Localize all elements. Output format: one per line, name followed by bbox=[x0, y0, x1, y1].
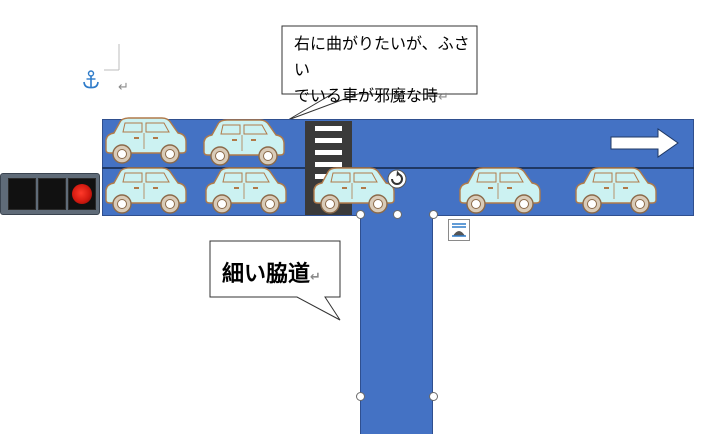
paragraph-mark: ↵ bbox=[118, 80, 129, 95]
car-icon bbox=[196, 118, 288, 168]
car-icon bbox=[98, 166, 190, 216]
resize-handle[interactable] bbox=[356, 210, 365, 219]
anchor-icon[interactable] bbox=[82, 70, 100, 90]
resize-handle[interactable] bbox=[429, 210, 438, 219]
side-road[interactable] bbox=[360, 214, 433, 434]
resize-handle[interactable] bbox=[356, 392, 365, 401]
car-icon bbox=[568, 166, 660, 216]
car-icon[interactable] bbox=[306, 166, 398, 216]
page-corner-mark bbox=[104, 44, 120, 71]
callout-bottom-label: 細い脇道 bbox=[222, 261, 311, 287]
car-icon bbox=[452, 166, 544, 216]
callout-bottom-return: ↵ bbox=[310, 270, 321, 285]
right-arrow-icon bbox=[610, 128, 679, 158]
callout-top-return: ↵ bbox=[438, 90, 449, 105]
car-icon bbox=[198, 166, 290, 216]
layout-options-icon[interactable] bbox=[448, 219, 470, 241]
signal-lamp-red bbox=[68, 178, 96, 210]
lane-divider bbox=[102, 167, 694, 169]
callout-top-text: 右に曲がりたいが、ふさい でいる車が邪魔な時↵ bbox=[294, 31, 478, 111]
callout-top-line2: でいる車が邪魔な時 bbox=[294, 86, 439, 105]
signal-lamp-middle bbox=[38, 178, 66, 210]
resize-handle[interactable] bbox=[393, 210, 402, 219]
resize-handle[interactable] bbox=[429, 392, 438, 401]
traffic-signal-icon bbox=[0, 173, 100, 215]
rotate-handle-icon[interactable] bbox=[386, 168, 408, 190]
callout-top-shape[interactable] bbox=[280, 25, 480, 125]
callout-top-line1: 右に曲がりたいが、ふさい bbox=[294, 34, 470, 79]
signal-lamp-left bbox=[8, 178, 36, 210]
car-icon bbox=[98, 116, 190, 166]
callout-bottom-shape[interactable] bbox=[209, 240, 344, 325]
callout-bottom-text: 細い脇道↵ bbox=[222, 256, 321, 288]
